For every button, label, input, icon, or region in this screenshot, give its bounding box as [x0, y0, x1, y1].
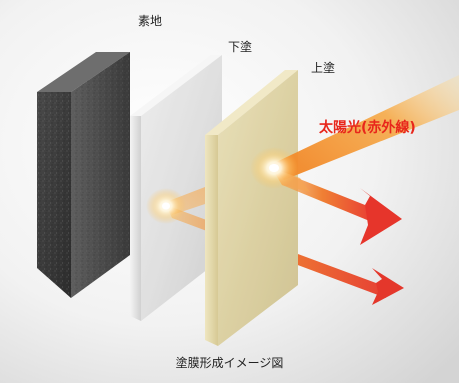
diagram-caption: 塗膜形成イメージ図 — [175, 356, 284, 370]
sunlight-infrared-label: 太陽光(赤外線) — [319, 120, 416, 136]
topcoat-label: 上塗 — [311, 61, 336, 75]
topcoat-highlight — [269, 164, 279, 172]
topcoat-panel — [205, 70, 298, 346]
undercoat-panel — [130, 55, 222, 321]
incoming-sunlight-ray — [270, 75, 459, 180]
base-substrate-panel — [37, 52, 130, 298]
base-label: 素地 — [138, 14, 163, 28]
undercoat-label: 下塗 — [228, 40, 253, 54]
undercoat-highlight — [162, 202, 170, 210]
